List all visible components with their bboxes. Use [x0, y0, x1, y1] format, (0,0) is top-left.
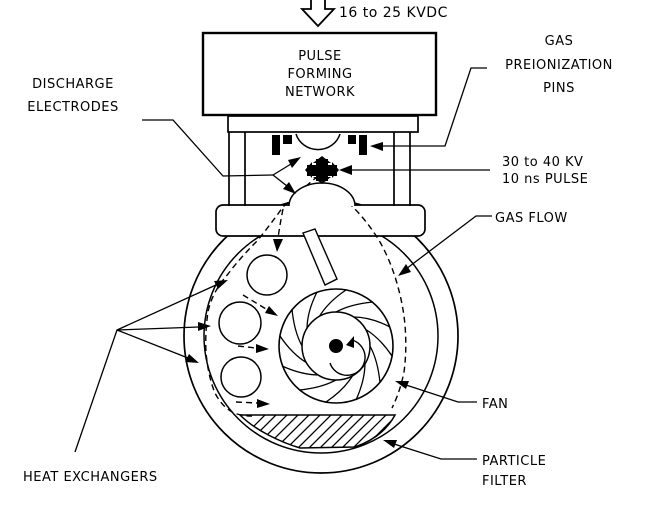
flow-arrowhead-icon [256, 344, 269, 353]
gas-flow-branch-arrow [237, 345, 257, 349]
preionization-pin [272, 135, 292, 155]
gas-flow-branch-arrow [242, 294, 267, 310]
flow-down-arrowhead-icon [273, 239, 283, 252]
arrowhead-icon [198, 322, 211, 331]
label-pfn-line3: NETWORK [285, 85, 355, 100]
pulse-forming-network-box [201, 31, 438, 117]
supply-arrow-icon [299, 0, 337, 28]
label-preionization-line1: GAS [545, 34, 574, 49]
leader-preionization-pins [382, 67, 487, 147]
heat-exchanger-tube [220, 356, 262, 398]
preionization-pin [348, 135, 367, 155]
arrowhead-icon [395, 381, 409, 389]
label-pulse-line1: 30 to 40 KV [502, 155, 583, 170]
label-preionization-line2: PREIONIZATION [505, 58, 613, 73]
arrowhead-icon [185, 354, 199, 363]
arrowhead-icon [283, 182, 296, 194]
label-pfn-line2: FORMING [287, 67, 352, 82]
rotation-arrow-arc [329, 339, 366, 376]
leader-heat-exchangers-3 [116, 329, 189, 359]
leader-gas-flow [405, 215, 492, 270]
arrowhead-icon [339, 165, 352, 175]
label-heat-exchangers: HEAT EXCHANGERS [23, 470, 158, 485]
electrode-mount-plate [227, 115, 419, 133]
label-pulse-line2: 10 ns PULSE [502, 172, 588, 187]
leader-fan [405, 384, 477, 403]
fan-blades [279, 289, 393, 403]
gas-baffle [302, 228, 338, 286]
gas-flow-branch-arrow [235, 401, 258, 404]
label-supply-voltage: 16 to 25 KVDC [339, 5, 448, 21]
discharge-electrode-upper [295, 133, 341, 151]
fan-rotor [278, 288, 394, 404]
rotation-arrowhead-icon [346, 336, 354, 348]
label-gas-flow: GAS FLOW [495, 211, 568, 226]
leader-discharge-branch-upper [272, 163, 292, 176]
leader-discharge-branch-lower [272, 174, 288, 187]
arrowhead-icon [214, 280, 228, 289]
label-pfn-line1: PULSE [298, 49, 342, 64]
support-columns [228, 132, 411, 206]
heat-exchanger-tube [218, 301, 262, 345]
flow-arrowhead-icon [265, 306, 278, 316]
label-particle-filter-line2: FILTER [482, 474, 527, 489]
arrowhead-icon [383, 440, 397, 448]
chamber-neck-flange [215, 204, 426, 237]
fan-center-dot [329, 339, 343, 353]
leader-heat-exchangers-2 [116, 326, 200, 331]
arrowhead-icon [398, 264, 411, 276]
leader-discharge-electrodes [142, 119, 274, 177]
arrowhead-icon [370, 142, 383, 151]
label-discharge-line2: ELECTRODES [27, 100, 118, 115]
label-preionization-line3: PINS [543, 81, 575, 96]
discharge-spark-icon [305, 156, 339, 184]
label-particle-filter-line1: PARTICLE [482, 454, 546, 469]
gas-flow-down-branch [277, 208, 284, 239]
leader-particle-filter [393, 443, 477, 460]
heat-exchanger-tube [246, 254, 288, 296]
arrowhead-icon [288, 157, 301, 168]
particle-filter-outline [238, 414, 397, 449]
label-fan: FAN [482, 397, 508, 412]
flow-arrowhead-icon [257, 399, 270, 408]
label-discharge-line1: DISCHARGE [32, 77, 114, 92]
